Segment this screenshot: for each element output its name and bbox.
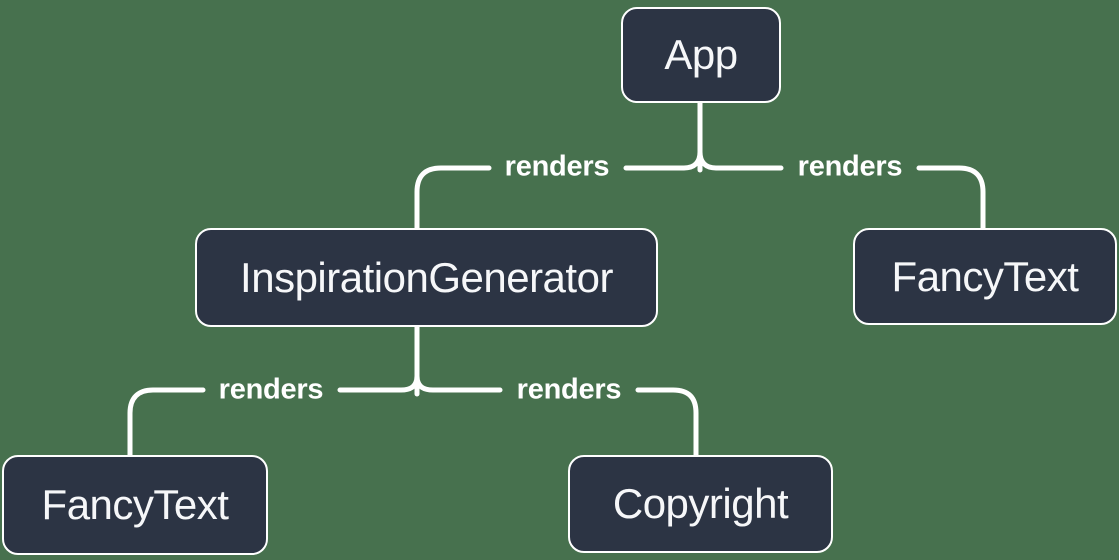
node-inspiration-generator: InspirationGenerator: [195, 228, 658, 327]
node-copyright: Copyright: [568, 455, 833, 553]
edge-label-renders-inspiration-fancytext: renders: [218, 373, 324, 406]
edge-label-renders-app-fancytext: renders: [797, 150, 903, 183]
edge-label-renders-inspiration-copyright: renders: [516, 373, 622, 406]
edge-app-to-inspiration: [414, 165, 492, 233]
edge-app-to-fancytext: [916, 165, 986, 233]
edge-label-renders-app-inspiration: renders: [504, 150, 610, 183]
edge-inspiration-to-copyright: [635, 387, 699, 460]
edge-app-right-fork: [697, 149, 784, 171]
node-app: App: [621, 7, 781, 103]
node-fancy-text-bottom: FancyText: [2, 455, 268, 555]
edge-inspiration-left-fork: [337, 373, 420, 393]
edge-inspiration-right-fork: [414, 373, 503, 393]
node-fancy-text-top: FancyText: [853, 228, 1117, 325]
edge-app-left-fork: [623, 149, 703, 171]
edge-inspiration-to-fancytext: [127, 387, 206, 460]
